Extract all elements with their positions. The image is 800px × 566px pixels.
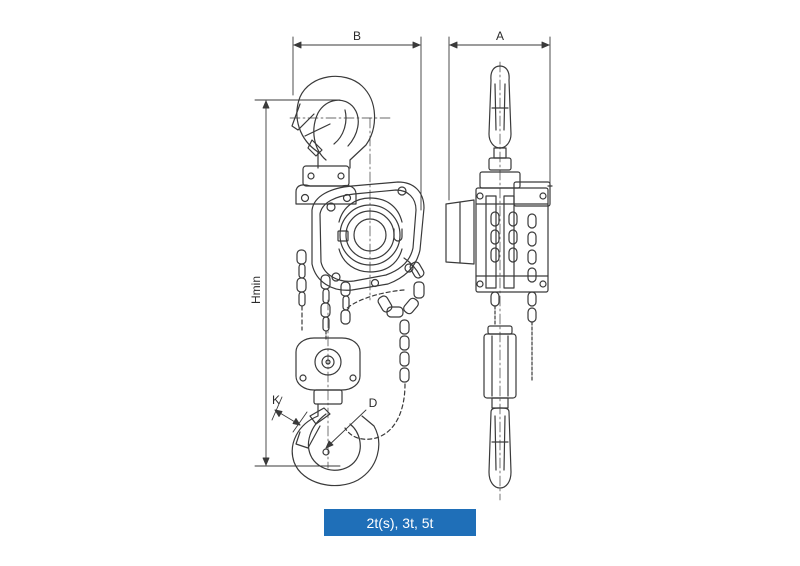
dimension-b (292, 36, 422, 211)
top-shackle (295, 165, 357, 205)
bottom-block (295, 337, 361, 405)
side-chains (490, 211, 537, 381)
dimension-k (271, 396, 308, 433)
top-hook (291, 75, 376, 169)
dimension-label-d: D (369, 396, 378, 410)
side-bottom-block (483, 325, 517, 409)
dimension-a (448, 36, 551, 201)
side-body (445, 171, 553, 293)
dimension-label-hmin: Hmin (249, 276, 263, 304)
dimension-label-b: B (353, 29, 361, 43)
hoist-body (311, 181, 425, 291)
center-lines (289, 61, 501, 501)
front-view (291, 75, 425, 487)
dimension-label-a: A (496, 29, 504, 43)
dimension-label-k: K (272, 393, 280, 407)
bottom-hook (291, 403, 380, 487)
dimension-hmin (254, 99, 341, 467)
load-chain (296, 249, 351, 341)
side-bottom-hook (488, 407, 512, 489)
hand-chain (344, 257, 425, 440)
side-view (445, 65, 553, 489)
dimension-lines (254, 36, 551, 467)
side-top-hook (488, 65, 512, 171)
model-caption: 2t(s), 3t, 5t (324, 509, 476, 536)
